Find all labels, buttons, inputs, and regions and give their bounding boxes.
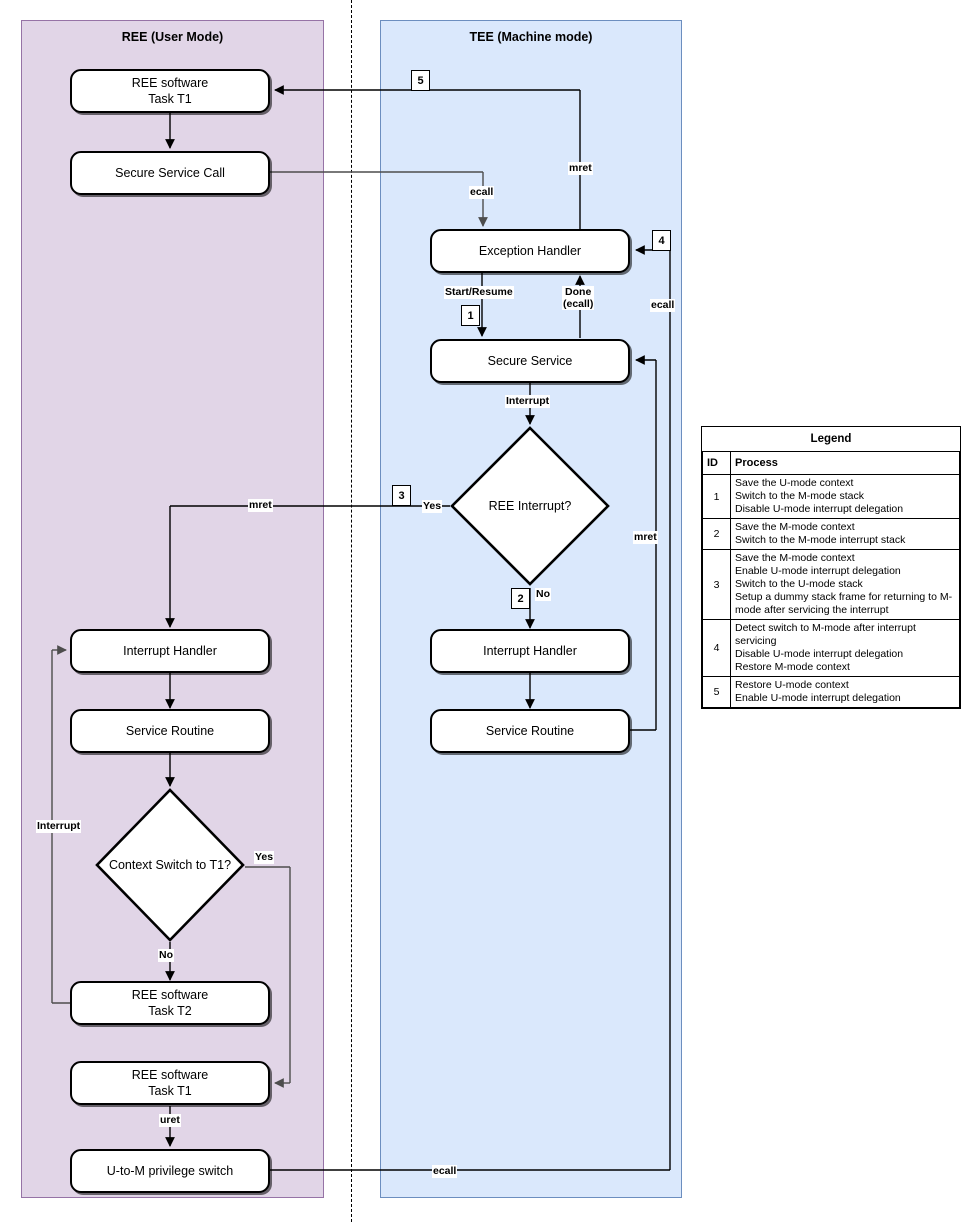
- ree-task-t1-bottom-line1: REE software: [131, 1068, 209, 1082]
- edge-label-yes-ree: Yes: [254, 851, 275, 864]
- ree-task-t1-top-line1: REE software: [131, 76, 209, 90]
- tee-title-line1: TEE: [469, 30, 494, 44]
- tee-interrupt-handler-label: Interrupt Handler: [483, 644, 577, 658]
- badge-3: 3: [392, 485, 411, 506]
- tee-title-line2: (Machine mode): [497, 30, 593, 44]
- edge-label-ecall-bottom: ecall: [432, 1165, 458, 1178]
- ree-task-t2-line1: REE software: [131, 988, 209, 1002]
- legend-header-id: ID: [702, 451, 731, 475]
- legend-process-line: Save the M-mode context: [735, 552, 855, 564]
- badge-5: 5: [411, 70, 430, 91]
- legend-process-line: Save the U-mode context: [735, 477, 854, 489]
- edge-label-start-resume: Start/Resume: [444, 286, 514, 299]
- decision-ree-interrupt[interactable]: REE Interrupt?: [450, 426, 610, 586]
- ree-interrupt-handler-label: Interrupt Handler: [123, 644, 217, 658]
- node-secure-service-call[interactable]: Secure Service Call: [70, 151, 270, 195]
- edge-label-interrupt-ree: Interrupt: [36, 820, 82, 833]
- legend-process-line: Detect switch to M-mode after interrupt …: [735, 622, 916, 647]
- done-line2: (ecall): [563, 298, 594, 310]
- node-tee-service-routine[interactable]: Service Routine: [430, 709, 630, 753]
- node-ree-interrupt-handler[interactable]: Interrupt Handler: [70, 629, 270, 673]
- legend-process-line: Enable U-mode interrupt delegation: [735, 692, 901, 704]
- legend-process-line: Switch to the M-mode stack: [735, 490, 864, 502]
- tee-service-routine-label: Service Routine: [485, 724, 575, 738]
- edge-label-mret-right: mret: [633, 531, 658, 544]
- ree-title-line2: (User Mode): [150, 30, 224, 44]
- node-ree-software-task-t1-top[interactable]: REE software Task T1: [70, 69, 270, 113]
- legend-process-line: Save the M-mode context: [735, 521, 855, 533]
- node-u-to-m-privilege-switch[interactable]: U-to-M privilege switch: [70, 1149, 270, 1193]
- legend-process-line: Switch to the U-mode stack: [735, 578, 863, 590]
- ree-panel-title: REE (User Mode): [22, 29, 323, 45]
- legend-title: Legend: [702, 427, 960, 452]
- tee-panel: TEE (Machine mode): [380, 20, 682, 1198]
- done-line1: Done: [565, 286, 592, 298]
- node-exception-handler[interactable]: Exception Handler: [430, 229, 630, 273]
- edge-label-uret: uret: [159, 1114, 181, 1127]
- edge-label-interrupt-tee: Interrupt: [505, 395, 551, 408]
- legend-header-process: Process: [730, 451, 960, 475]
- ree-task-t1-top-line2: Task T1: [148, 92, 192, 106]
- u-to-m-switch-label: U-to-M privilege switch: [106, 1164, 234, 1178]
- secure-service-call-label: Secure Service Call: [115, 166, 225, 180]
- legend-header-row: ID Process: [702, 451, 960, 475]
- legend-row-id: 5: [702, 676, 731, 708]
- tee-panel-title: TEE (Machine mode): [381, 29, 681, 45]
- edge-label-mret-left: mret: [248, 499, 273, 512]
- ree-task-t2-line2: Task T2: [148, 1004, 192, 1018]
- legend-process-line: Restore U-mode context: [735, 679, 849, 691]
- domain-divider-dashed-line: [351, 0, 352, 1222]
- node-tee-interrupt-handler[interactable]: Interrupt Handler: [430, 629, 630, 673]
- legend-process-line: Enable U-mode interrupt delegation: [735, 565, 901, 577]
- legend-process-line: Setup a dummy stack frame for returning …: [735, 591, 953, 616]
- node-ree-software-task-t2[interactable]: REE software Task T2: [70, 981, 270, 1025]
- legend-process-line: Restore M-mode context: [735, 661, 850, 673]
- edge-label-ecall-right: ecall: [650, 299, 676, 312]
- legend-row-id: 2: [702, 518, 731, 550]
- decision-context-switch-to-t1[interactable]: Context Switch to T1?: [95, 788, 245, 942]
- legend-title-row: Legend: [702, 427, 960, 452]
- legend-process-line: Disable U-mode interrupt delegation: [735, 648, 904, 660]
- legend-row-process: Detect switch to M-mode after interrupt …: [730, 619, 960, 677]
- badge-2: 2: [511, 588, 530, 609]
- edge-label-mret-top: mret: [568, 162, 593, 175]
- legend-process-line: Disable U-mode interrupt delegation: [735, 503, 904, 515]
- node-ree-software-task-t1-bottom[interactable]: REE software Task T1: [70, 1061, 270, 1105]
- edge-label-yes-tee: Yes: [422, 500, 443, 513]
- ree-title-line1: REE: [121, 30, 148, 44]
- ree-task-t1-bottom-line2: Task T1: [148, 1084, 192, 1098]
- node-secure-service[interactable]: Secure Service: [430, 339, 630, 383]
- edge-label-no-ree: No: [158, 949, 174, 962]
- legend-row-id: 1: [702, 474, 731, 519]
- legend-row-id: 3: [702, 549, 731, 620]
- ree-service-routine-label: Service Routine: [125, 724, 215, 738]
- secure-service-label: Secure Service: [487, 354, 573, 368]
- legend-row-id: 4: [702, 619, 731, 677]
- legend-process-line: Switch to the M-mode interrupt stack: [735, 534, 906, 546]
- node-ree-service-routine[interactable]: Service Routine: [70, 709, 270, 753]
- badge-4: 4: [652, 230, 671, 251]
- edge-label-no-tee: No: [535, 588, 551, 601]
- edge-label-done-ecall: Done (ecall): [562, 286, 595, 310]
- badge-1: 1: [461, 305, 480, 326]
- edge-label-ecall-top: ecall: [469, 186, 495, 199]
- exception-handler-label: Exception Handler: [478, 244, 582, 258]
